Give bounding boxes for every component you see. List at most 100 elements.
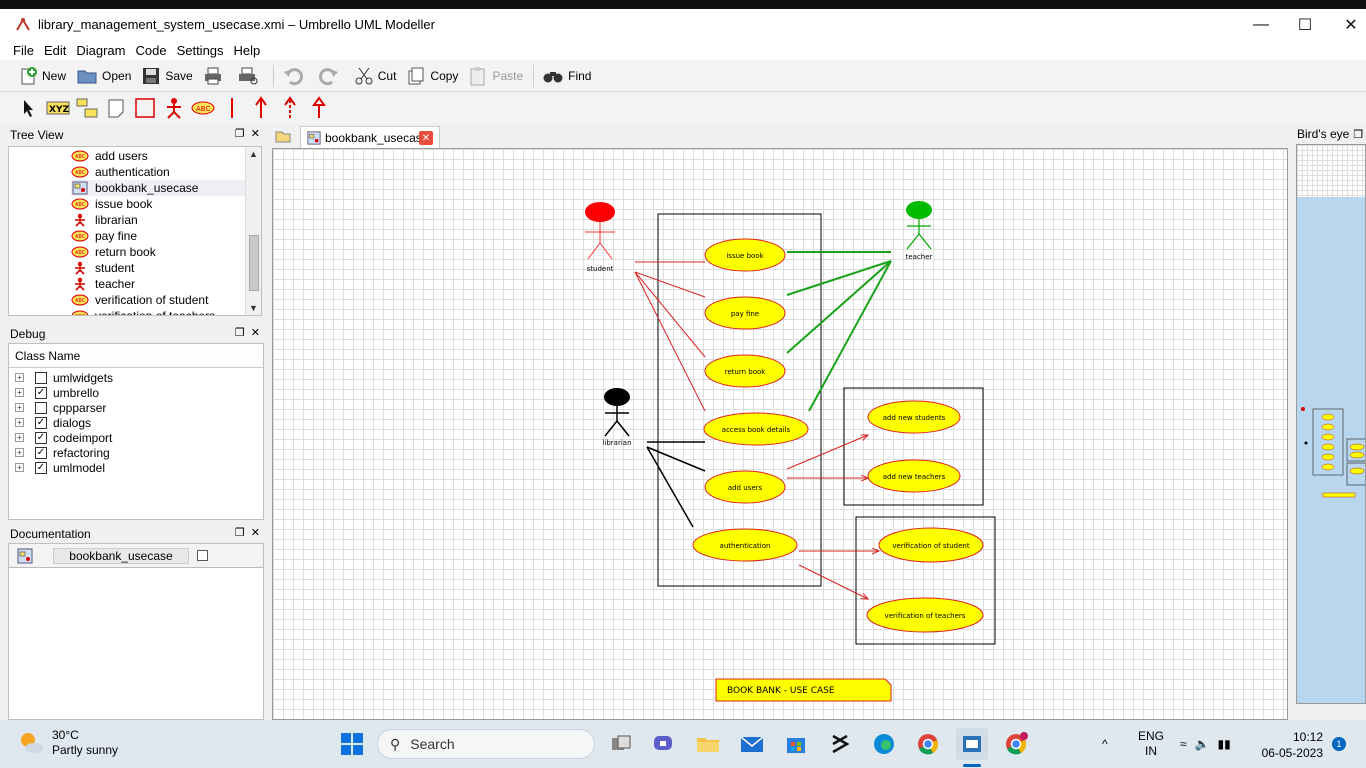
debug-class-row[interactable]: +cppparser [15, 400, 106, 415]
text-tool[interactable]: XYZ [43, 94, 72, 122]
usecase-return-book[interactable]: return book [704, 354, 786, 388]
float-panel-icon[interactable]: ❐ [234, 527, 245, 539]
print-preview-button[interactable] [233, 63, 267, 89]
edge-icon[interactable] [868, 728, 900, 760]
notification-badge[interactable]: 1 [1332, 737, 1346, 751]
redo-button[interactable] [314, 63, 348, 89]
new-button[interactable]: New [14, 63, 70, 89]
file-explorer-icon[interactable] [692, 728, 724, 760]
save-button[interactable]: Save [137, 63, 196, 89]
close-panel-icon[interactable]: ✕ [250, 327, 260, 339]
diagram-note[interactable]: BOOK BANK - USE CASE [715, 678, 892, 702]
usecase-verification-of-teachers[interactable]: verification of teachers [866, 597, 984, 633]
copy-button[interactable]: Copy [402, 63, 462, 89]
actor-student[interactable]: student [585, 202, 615, 273]
find-button[interactable]: Find [538, 63, 595, 89]
close-panel-icon[interactable]: ✕ [250, 527, 260, 539]
box-tool[interactable] [130, 94, 159, 122]
box-text-tool[interactable] [72, 94, 101, 122]
expand-icon[interactable]: + [15, 403, 24, 412]
debug-class-row[interactable]: +✓umlmodel [15, 460, 105, 475]
menu-settings[interactable]: Settings [176, 42, 224, 58]
float-panel-icon[interactable]: ❐ [234, 128, 245, 140]
taskbar-search[interactable]: ⚲ Search [377, 729, 595, 759]
show-hidden-icons[interactable]: ^ [1102, 720, 1108, 768]
scroll-up-icon[interactable]: ▲ [249, 149, 258, 159]
debug-class-row[interactable]: +✓dialogs [15, 415, 91, 430]
system-boundary-add-users[interactable] [843, 387, 984, 506]
tree-item[interactable]: student [71, 260, 134, 276]
debug-checkbox[interactable] [35, 371, 47, 384]
close-tab-icon[interactable]: ✕ [419, 131, 433, 145]
uni-association-tool[interactable] [304, 94, 333, 122]
expand-icon[interactable]: + [15, 388, 24, 397]
menu-code[interactable]: Code [135, 42, 167, 58]
birds-eye-view[interactable] [1296, 144, 1366, 704]
debug-checkbox[interactable]: ✓ [35, 416, 47, 429]
minimize-button[interactable]: — [1253, 15, 1269, 33]
tree-item[interactable]: bookbank_usecase [71, 180, 245, 196]
actor-librarian[interactable]: librarian [602, 388, 632, 447]
association-tool[interactable] [217, 94, 246, 122]
note-tool[interactable] [101, 94, 130, 122]
system-boundary-main[interactable] [657, 213, 822, 587]
documentation-name-field[interactable]: bookbank_usecase [53, 547, 189, 564]
usecase-issue-book[interactable]: issue book [704, 238, 786, 272]
scroll-thumb[interactable] [249, 235, 259, 291]
usecase-verification-of-student[interactable]: verification of student [878, 527, 984, 563]
close-window-button[interactable]: ✕ [1344, 16, 1358, 34]
select-tool[interactable] [14, 94, 43, 122]
usecase-tool[interactable]: ABC [188, 94, 217, 122]
store-icon[interactable] [780, 728, 812, 760]
actor-tool[interactable] [159, 94, 188, 122]
float-panel-icon[interactable]: ❐ [234, 327, 245, 339]
new-tab-icon[interactable] [274, 128, 292, 144]
umbrello-taskbar-icon[interactable] [956, 728, 988, 760]
clock[interactable]: 10:12 06-05-2023 [1262, 729, 1323, 761]
tab-bookbank-usecase[interactable]: bookbank_usecase ✕ [300, 126, 440, 148]
usecase-add-new-students[interactable]: add new students [867, 400, 961, 434]
menu-edit[interactable]: Edit [43, 42, 67, 58]
expand-icon[interactable]: + [15, 463, 24, 472]
tree-scrollbar[interactable]: ▲ ▼ [245, 147, 261, 315]
tree-item[interactable]: teacher [71, 276, 135, 292]
language-indicator[interactable]: ENG IN [1138, 720, 1164, 768]
usecase-access-book-details[interactable]: access book details [703, 412, 809, 446]
open-button[interactable]: Open [72, 63, 135, 89]
weather-widget[interactable]: 30°C Partly sunny [18, 728, 118, 758]
expand-icon[interactable]: + [15, 373, 24, 382]
undo-button[interactable] [278, 63, 312, 89]
float-panel-icon[interactable]: ❐ [1353, 128, 1364, 141]
usecase-add-users[interactable]: add users [704, 470, 786, 504]
diagram-canvas[interactable]: student teacher librarian issue book pay… [272, 148, 1288, 720]
maximize-button[interactable]: ☐ [1297, 16, 1313, 34]
debug-class-row[interactable]: +✓codeimport [15, 430, 112, 445]
class-name-column-header[interactable]: Class Name [9, 344, 263, 368]
debug-class-row[interactable]: +✓umbrello [15, 385, 99, 400]
scroll-down-icon[interactable]: ▼ [249, 303, 258, 313]
print-button[interactable] [199, 63, 231, 89]
usecase-authentication[interactable]: authentication [692, 528, 798, 562]
chrome-icon[interactable] [912, 728, 944, 760]
capcut-icon[interactable] [824, 728, 856, 760]
menu-diagram[interactable]: Diagram [76, 42, 126, 58]
actor-teacher[interactable]: teacher [906, 201, 933, 261]
debug-checkbox[interactable]: ✓ [35, 446, 47, 459]
dependency-tool[interactable] [275, 94, 304, 122]
debug-class-row[interactable]: +✓refactoring [15, 445, 110, 460]
close-panel-icon[interactable]: ✕ [250, 128, 260, 140]
expand-icon[interactable]: + [15, 418, 24, 427]
menu-help[interactable]: Help [233, 42, 261, 58]
debug-class-row[interactable]: +umlwidgets [15, 370, 113, 385]
debug-checkbox[interactable]: ✓ [35, 461, 47, 474]
system-tray-icons[interactable]: ≈ 🔈 ▮▮ [1180, 720, 1231, 768]
menu-file[interactable]: File [13, 42, 34, 58]
expand-icon[interactable]: + [15, 433, 24, 442]
documentation-checkbox[interactable] [197, 550, 208, 561]
